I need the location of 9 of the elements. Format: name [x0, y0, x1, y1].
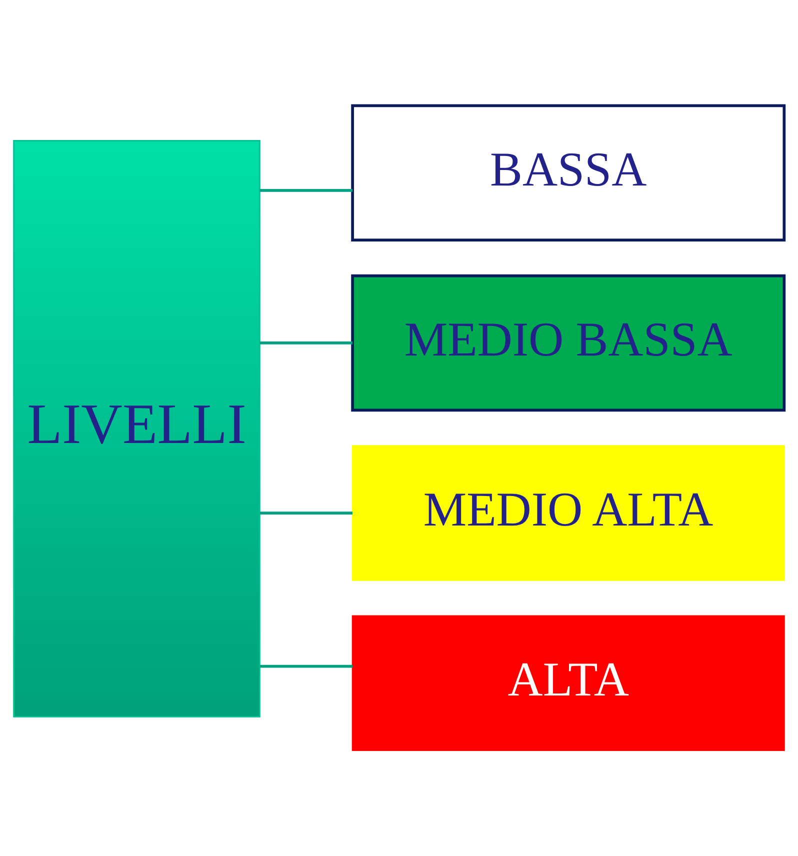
- connector: [260, 342, 352, 344]
- connector: [260, 188, 352, 192]
- connector: [260, 512, 352, 514]
- node-box: LIVELLI: [13, 140, 260, 718]
- node-box: ALTA: [352, 615, 785, 751]
- node-box: MEDIO ALTA: [352, 445, 785, 581]
- node-box: BASSA: [351, 104, 786, 242]
- node-box: MEDIO BASSA: [351, 274, 786, 412]
- connector: [260, 664, 352, 668]
